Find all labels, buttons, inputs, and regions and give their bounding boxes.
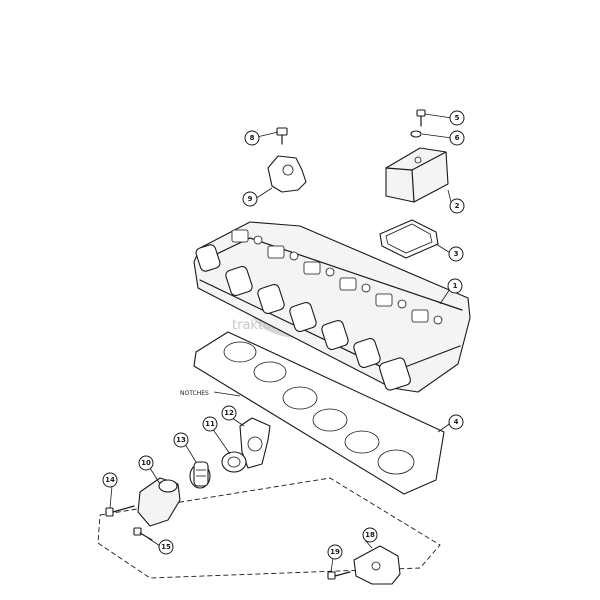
dashed-group-outline [97,477,441,579]
housing-screw [133,527,153,541]
callout-3-label: 3 [454,250,459,258]
callout-12-label: 12 [224,409,234,417]
callout-15-label: 15 [161,543,171,551]
lifting-bracket [267,155,307,193]
callout-5: 5 [449,110,465,126]
callout-3: 3 [448,246,464,262]
callout-11: 11 [202,416,218,432]
support-bracket [353,545,401,585]
callout-5-label: 5 [455,114,460,122]
housing-bolt [105,505,135,517]
callout-13: 13 [173,432,189,448]
callout-4-label: 4 [454,418,459,426]
callout-6-label: 6 [455,134,460,142]
callout-10: 10 [138,455,154,471]
callout-14-label: 14 [105,476,115,484]
callout-9-label: 9 [248,195,253,203]
leader-lines [109,113,453,573]
callout-15: 15 [158,539,174,555]
callout-12: 12 [221,405,237,421]
support-bracket-hole [371,561,381,571]
callout-6: 6 [449,130,465,146]
bracket-screw [327,571,351,580]
callout-1: 1 [447,278,463,294]
callout-8: 8 [244,130,260,146]
callout-18-label: 18 [365,531,375,539]
valve-cover [385,147,449,203]
cover-screw [416,109,426,127]
callout-8-label: 8 [250,134,255,142]
cover-gasket [379,219,439,259]
notches-label: NOTCHES [180,390,209,397]
head-gasket [193,331,445,495]
callout-9: 9 [242,191,258,207]
callout-13-label: 13 [176,436,186,444]
callout-19: 19 [327,544,343,560]
bracket-bolt [276,127,288,145]
thermostat-gasket-hole [247,436,263,452]
cylinder-head [193,221,471,393]
screw-washer [410,130,422,138]
callout-11-label: 11 [205,420,215,428]
seal-ring [221,451,247,473]
callout-10-label: 10 [141,459,151,467]
callout-14: 14 [102,472,118,488]
callout-2: 2 [449,198,465,214]
callout-18: 18 [362,527,378,543]
thermostat [189,461,211,489]
cover-gasket-inner [385,223,433,254]
lifting-bracket-hole [282,164,294,176]
callout-2-label: 2 [455,202,460,210]
callout-1-label: 1 [453,282,458,290]
callout-4: 4 [448,414,464,430]
callout-19-label: 19 [330,548,340,556]
thermostat-housing-port [158,479,178,493]
